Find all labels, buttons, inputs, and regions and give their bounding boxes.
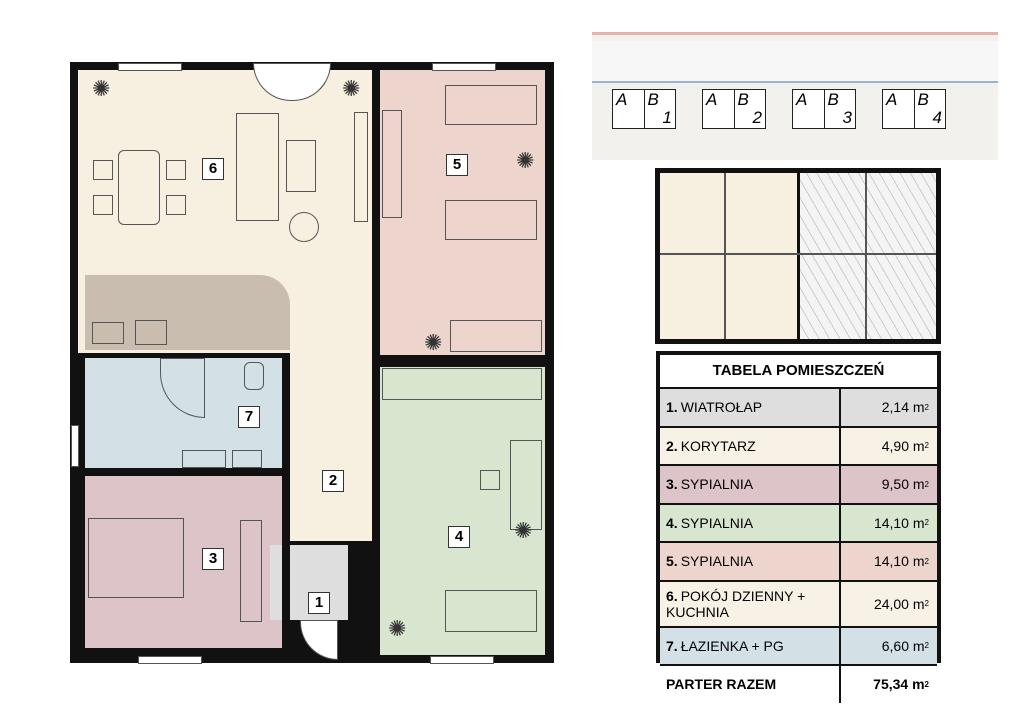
dining-table (118, 150, 160, 225)
washbasin (232, 450, 262, 468)
desk (450, 320, 542, 352)
room-5-bedroom (380, 70, 545, 355)
chair (480, 470, 500, 490)
desk (510, 440, 542, 530)
room-number-5: 5 (446, 154, 468, 176)
unit-a-label: A (613, 90, 645, 128)
plant-icon: ✺ (516, 148, 535, 173)
unit-b-label: B (917, 90, 929, 109)
chair (166, 160, 186, 180)
wardrobe (382, 110, 402, 218)
unit-a-label: A (793, 90, 825, 128)
window (430, 656, 494, 664)
window (138, 656, 202, 664)
plant-icon: ✺ (388, 616, 407, 641)
room-name: 5.SYPIALNIA (660, 543, 841, 580)
room-name: 7.ŁAZIENKA + PG (660, 627, 841, 664)
sofa (236, 113, 279, 221)
bed (445, 85, 537, 125)
room-number-1: 1 (308, 592, 330, 614)
unit-number: 3 (842, 108, 852, 127)
unit-a-label: A (883, 90, 915, 128)
room-number-4: 4 (448, 526, 470, 548)
sink (92, 322, 124, 344)
unit-b-label: B (737, 90, 749, 109)
round-rug (289, 212, 319, 242)
unit-number: 1 (662, 108, 672, 127)
window (432, 63, 496, 71)
room-number-7: 7 (238, 406, 260, 428)
bed (445, 200, 537, 240)
room-name: 2.KORYTARZ (660, 427, 841, 464)
plant-icon: ✺ (342, 76, 361, 101)
cooktop (135, 320, 167, 345)
unit-number: 4 (932, 108, 942, 127)
table-title: TABELA POMIESZCZEŃ (712, 362, 885, 379)
room-number-6: 6 (202, 158, 224, 180)
total-label: PARTER RAZEM (660, 666, 841, 703)
unit-b-label: B (827, 90, 839, 109)
unit-b-label: B (647, 90, 659, 109)
coffee-table (286, 140, 316, 192)
wardrobe (382, 368, 542, 400)
toilet (244, 362, 264, 390)
room-number-3: 3 (202, 548, 224, 570)
room-number-2: 2 (322, 470, 344, 492)
plant-icon: ✺ (424, 330, 443, 355)
chair (166, 195, 186, 215)
unit-a-label: A (703, 90, 735, 128)
double-bed (88, 518, 184, 598)
chair (93, 160, 113, 180)
plant-icon: ✺ (514, 518, 533, 543)
plant-icon: ✺ (92, 76, 111, 101)
room-name: 6.POKÓJ DZIENNY + KUCHNIA (660, 581, 841, 626)
room-name: 4.SYPIALNIA (660, 504, 841, 541)
washing-machine (182, 450, 226, 468)
building-mini-plan (655, 168, 941, 344)
wardrobe (240, 520, 262, 622)
unit-number: 2 (752, 108, 762, 127)
bed (445, 590, 537, 632)
tv-unit (354, 112, 368, 222)
room-name: 3.SYPIALNIA (660, 466, 841, 503)
window (71, 425, 79, 467)
room-name: 1.WIATROŁAP (660, 389, 841, 426)
room-2-corridor (290, 353, 372, 541)
kitchen-counter (85, 275, 290, 350)
window (118, 63, 182, 71)
chair (93, 195, 113, 215)
room-4-bedroom (380, 367, 545, 655)
